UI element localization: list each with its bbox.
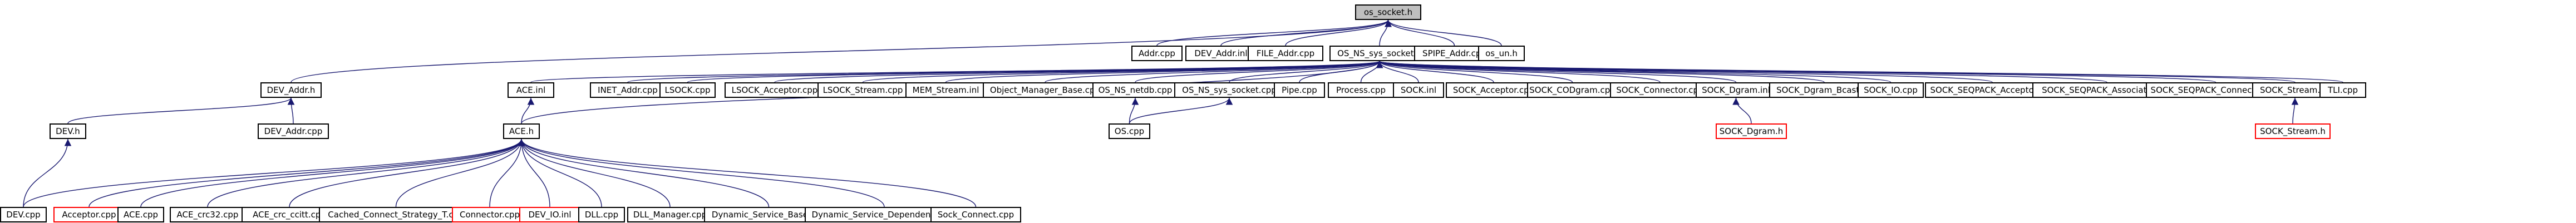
edge-dev-cpp-to-ace-h	[23, 138, 525, 207]
node-os-cpp[interactable]: OS.cpp	[1109, 123, 1150, 139]
edge-tli-cpp-to-os-ns-sys-socket-h	[1376, 61, 2343, 83]
node-acceptor-cpp[interactable]: Acceptor.cpp	[53, 207, 125, 222]
edge-sock-seqpack-connector-to-os-ns-sys-socket-h	[1376, 61, 2217, 83]
node-addr-cpp[interactable]: Addr.cpp	[1131, 46, 1183, 61]
edge-acceptor-cpp-to-ace-h	[88, 138, 525, 207]
edge-ace-h-to-ace-inl	[521, 97, 535, 124]
edge-lsock-cpp-to-os-ns-sys-socket-h	[687, 61, 1383, 83]
edge-mem-stream-inl-to-os-ns-sys-socket-h	[945, 61, 1383, 83]
node-inet-addr[interactable]: INET_Addr.cpp	[590, 82, 666, 98]
edge-dev-cpp-to-dev-h	[23, 138, 72, 207]
node-ace-cpp[interactable]: ACE.cpp	[117, 207, 164, 222]
edge-file-addr-to-os-socket	[1285, 19, 1392, 46]
node-ace-inl[interactable]: ACE.inl	[508, 82, 554, 98]
edge-sock-stream-h-to-sock-stream-inl	[2291, 97, 2299, 124]
edge-cached-connect-to-ace-h	[395, 138, 525, 207]
node-os-socket: os_socket.h	[1355, 4, 1421, 20]
node-os-ns-sys-socket-h[interactable]: OS_NS_sys_socket.h	[1329, 46, 1430, 61]
node-dev-addr-h[interactable]: DEV_Addr.h	[260, 82, 322, 98]
node-ace-crc32[interactable]: ACE_crc32.cpp	[170, 207, 245, 222]
node-dynamic-service-base[interactable]: Dynamic_Service_Base.cpp	[704, 207, 834, 222]
node-ace-h[interactable]: ACE.h	[503, 123, 540, 139]
edge-addr-cpp-to-os-socket	[1156, 19, 1392, 46]
node-pipe-cpp[interactable]: Pipe.cpp	[1274, 82, 1325, 98]
node-sock-stream-h[interactable]: SOCK_Stream.h	[2255, 123, 2331, 139]
node-sock-dgram-h[interactable]: SOCK_Dgram.h	[1716, 123, 1787, 139]
node-process-cpp[interactable]: Process.cpp	[1328, 82, 1394, 98]
edge-sock-codgram-to-os-ns-sys-socket-h	[1376, 61, 1573, 83]
edge-ace-crc-ccitt-to-ace-h	[289, 138, 525, 207]
edge-ace-cpp-to-ace-h	[140, 138, 525, 207]
edge-os-ns-netdb-to-os-ns-sys-socket-h	[1135, 61, 1383, 83]
node-os-un-h[interactable]: os_un.h	[1478, 46, 1525, 61]
node-dll-manager[interactable]: DLL_Manager.cpp	[627, 207, 713, 222]
edge-sock-dgram-h-to-sock-dgram-inl	[1732, 97, 1752, 124]
edge-dynamic-service-base-to-ace-h	[518, 138, 770, 207]
node-lsock-cpp[interactable]: LSOCK.cpp	[659, 82, 716, 98]
node-object-manager-base[interactable]: Object_Manager_Base.cpp	[983, 82, 1107, 98]
edge-os-un-h-to-os-socket	[1385, 19, 1502, 46]
node-dev-cpp[interactable]: DEV.cpp	[0, 207, 47, 222]
edge-os-cpp-to-os-ns-sys-socket-cpp	[1129, 97, 1233, 124]
node-sock-dgram-inl[interactable]: SOCK_Dgram.inl	[1696, 82, 1776, 98]
node-os-ns-sys-socket-cpp[interactable]: OS_NS_sys_socket.cpp	[1174, 82, 1284, 98]
edge-dev-io-inl-to-ace-h	[518, 138, 550, 207]
node-dev-addr-cpp[interactable]: DEV_Addr.cpp	[258, 123, 329, 139]
edge-connector-cpp-to-ace-h	[489, 138, 525, 207]
edge-ace-crc32-to-ace-h	[207, 138, 525, 207]
edge-sock-seqpack-acceptor-to-os-ns-sys-socket-h	[1376, 61, 1993, 83]
edge-lsock-acceptor-to-os-ns-sys-socket-h	[774, 61, 1383, 83]
node-connector-cpp[interactable]: Connector.cpp	[452, 207, 528, 222]
edge-dev-addr-inl-to-os-socket	[1220, 19, 1392, 46]
node-sock-codgram[interactable]: SOCK_CODgram.cpp	[1527, 82, 1618, 98]
node-spipe-addr[interactable]: SPIPE_Addr.cpp	[1414, 46, 1495, 61]
node-sock-inl[interactable]: SOCK.inl	[1393, 82, 1444, 98]
node-lsock-acceptor[interactable]: LSOCK_Acceptor.cpp	[725, 82, 825, 98]
node-dev-io-inl[interactable]: DEV_IO.inl	[519, 207, 580, 222]
node-dev-addr-inl[interactable]: DEV_Addr.inl	[1185, 46, 1257, 61]
edge-object-manager-base-to-os-ns-sys-socket-h	[1045, 61, 1383, 83]
edge-dynamic-service-dependency-to-ace-h	[518, 138, 885, 207]
node-sock-io[interactable]: SOCK_IO.cpp	[1858, 82, 1924, 98]
edge-dev-addr-cpp-to-dev-addr-h	[287, 97, 295, 124]
node-sock-connector[interactable]: SOCK_Connector.cpp	[1610, 82, 1710, 98]
node-cached-connect[interactable]: Cached_Connect_Strategy_T.cpp	[319, 207, 473, 222]
node-dev-h[interactable]: DEV.h	[50, 123, 86, 139]
node-mem-stream-inl[interactable]: MEM_Stream.inl	[905, 82, 986, 98]
edge-os-ns-sys-socket-cpp-to-os-ns-sys-socket-h	[1229, 61, 1383, 83]
node-lsock-stream[interactable]: LSOCK_Stream.cpp	[817, 82, 908, 98]
node-sock-acceptor[interactable]: SOCK_Acceptor.cpp	[1446, 82, 1541, 98]
edge-dev-addr-h-to-os-socket	[290, 19, 1392, 83]
edge-os-cpp-to-os-ns-netdb	[1129, 97, 1139, 124]
node-sock-seqpack-connector[interactable]: SOCK_SEQPACK_Connector.cpp	[2146, 82, 2286, 98]
node-tli-cpp[interactable]: TLI.cpp	[2319, 82, 2366, 98]
node-file-addr[interactable]: FILE_Addr.cpp	[1248, 46, 1323, 61]
edge-sock-acceptor-to-os-ns-sys-socket-h	[1376, 61, 1494, 83]
edge-dll-manager-to-ace-h	[518, 138, 671, 207]
edge-dev-h-to-dev-addr-h	[67, 97, 295, 124]
edge-sock-connect-to-ace-h	[518, 138, 977, 207]
node-dll-cpp[interactable]: DLL.cpp	[578, 207, 625, 222]
edge-sock-connector-to-os-ns-sys-socket-h	[1376, 61, 1661, 83]
edge-inet-addr-to-os-ns-sys-socket-h	[627, 61, 1383, 83]
node-os-ns-netdb[interactable]: OS_NS_netdb.cpp	[1092, 82, 1178, 98]
node-sock-connect[interactable]: Sock_Connect.cpp	[930, 207, 1021, 222]
edge-sock-dgram-inl-to-os-ns-sys-socket-h	[1376, 61, 1737, 83]
edge-dll-cpp-to-ace-h	[518, 138, 602, 207]
